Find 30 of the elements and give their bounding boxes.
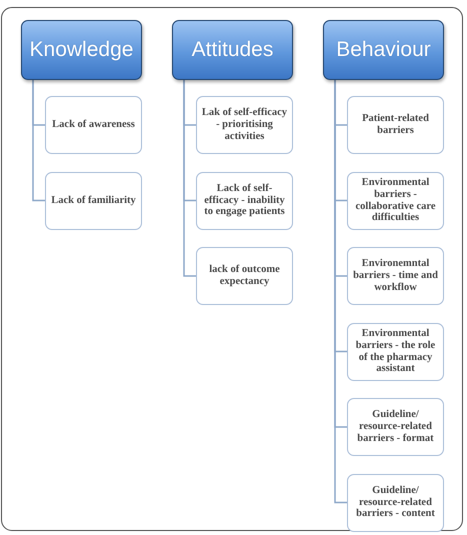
barrier-text: Lack of familiarity <box>51 194 136 206</box>
connector-line <box>183 80 196 277</box>
barrier-box <box>347 398 444 456</box>
barrier-text: Patient-related barriers <box>361 113 430 137</box>
barrier-text: lack of outcome expectancy <box>208 264 281 288</box>
barrier-box <box>45 96 142 154</box>
category-header <box>172 20 293 80</box>
barrier-box <box>347 247 444 305</box>
header-text: Knowledge <box>30 38 134 62</box>
barrier-text: Environmental barriers - collaborative care difficulties <box>354 177 436 224</box>
barrier-box <box>196 247 293 305</box>
header-text: Behaviour <box>336 38 431 62</box>
barrier-text: Lak of self-efficacy - prioritising activities <box>200 107 288 143</box>
barrier-box <box>347 474 444 532</box>
barrier-box <box>347 172 444 230</box>
barrier-text: Environemntal barriers - time and workflow <box>352 258 439 294</box>
barrier-box <box>196 172 293 230</box>
barrier-text: Lack of awareness <box>52 119 135 131</box>
header-text: Attitudes <box>192 38 274 62</box>
barrier-box <box>347 322 444 380</box>
barrier-box <box>347 96 444 154</box>
connector-line <box>32 80 45 202</box>
category-header <box>21 20 142 80</box>
barrier-text: Lack of self-efficacy - inability to engage patients <box>203 182 286 218</box>
barrier-box <box>196 96 293 154</box>
barrier-text: Guideline/ resource-related barriers - content <box>355 484 436 520</box>
barrier-text: Guideline/ resource-related barriers - format <box>356 409 435 445</box>
category-header <box>323 20 444 80</box>
barrier-text: Environmental barriers - the role of the pharmacy assistant <box>354 328 436 375</box>
barrier-box <box>45 172 142 230</box>
